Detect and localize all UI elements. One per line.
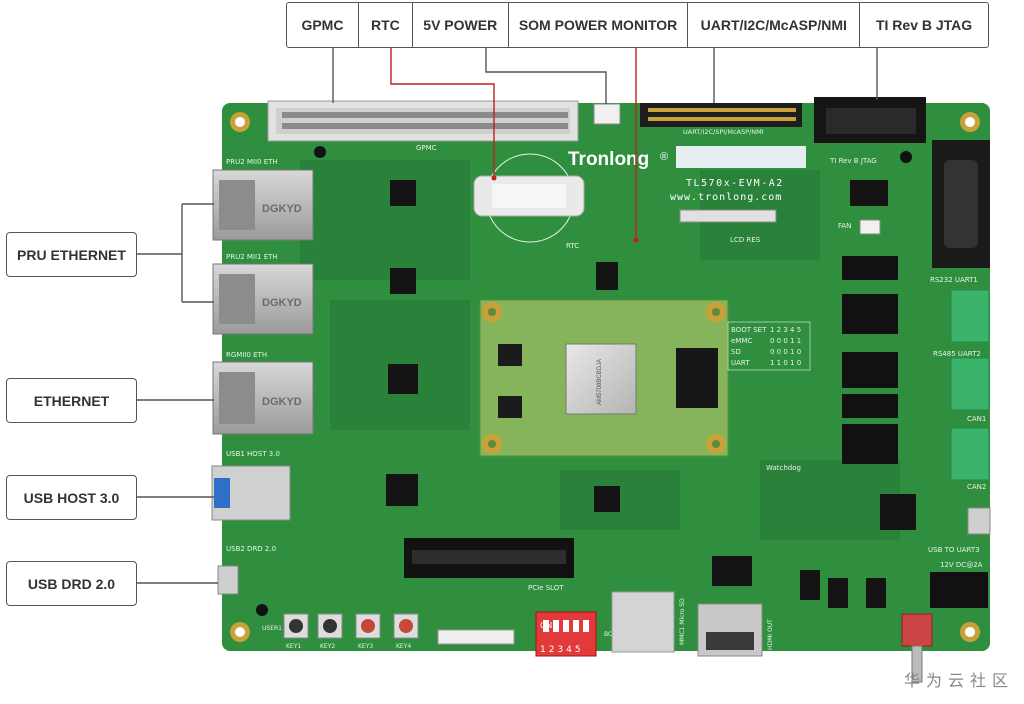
board-model: TL570x-EVM-A2 (686, 178, 784, 189)
dc-jack (930, 572, 988, 608)
terminal-rs485 (950, 289, 990, 343)
label-sticker (676, 146, 806, 168)
svg-text:DGKYD: DGKYD (262, 297, 302, 309)
brand-logo: Tronlong (568, 149, 649, 170)
svg-text:0 0 0 1 0: 0 0 0 1 0 (770, 348, 801, 356)
rj45-ethernet: DGKYD (212, 361, 314, 435)
silk-micro-sd: MMC1 Micro SD (679, 598, 686, 645)
hdmi-port (697, 603, 763, 657)
svg-text:DGKYD: DGKYD (262, 396, 302, 408)
terminal-can2 (950, 427, 990, 481)
svg-text:KEY4: KEY4 (396, 643, 411, 650)
label-ethernet: ETHERNET (6, 378, 137, 423)
silk-rs485: RS485 UART2 (933, 350, 981, 358)
silk-pcie: PCIe SLOT (528, 584, 564, 592)
top-label-bar: GPMC RTC 5V POWER SOM POWER MONITOR UART… (286, 2, 989, 48)
silk-lcd: LCD RES (730, 236, 761, 244)
silk-uart: UART/I2C/SPI/McASP/NMI (683, 128, 764, 136)
silk-watchdog: Watchdog (766, 464, 801, 472)
lcd-connector (679, 209, 777, 223)
svg-text:KEY3: KEY3 (358, 643, 373, 650)
watermark: 华为云社区 (904, 671, 1015, 690)
rj45-pru-0: DGKYD (212, 169, 314, 241)
leader-lines (137, 48, 878, 584)
soc-chip (565, 343, 637, 415)
rj45-pru-1: DGKYD (212, 263, 314, 335)
silk-rtc: RTC (566, 242, 579, 250)
uart-header (640, 103, 802, 127)
gpmc-header (267, 100, 579, 142)
jtag-header (814, 97, 926, 143)
usb3-host-port (211, 465, 291, 521)
board-website: www.tronlong.com (670, 192, 782, 203)
svg-text:AM5708BCBDJA: AM5708BCBDJA (597, 359, 603, 405)
label-uart-i2c-mcasp-nmi: UART/I2C/McASP/NMI (688, 3, 861, 47)
usb-drd-port (217, 565, 239, 595)
label-ti-rev-b-jtag: TI Rev B JTAG (875, 17, 973, 33)
svg-text:1 2 3 4 5: 1 2 3 4 5 (770, 326, 801, 334)
svg-text:eMMC: eMMC (731, 337, 752, 345)
silk-jtag: TI Rev B JTAG (829, 157, 877, 165)
terminal-can1 (950, 357, 990, 411)
silk-usb2: USB2 DRD 2.0 (226, 545, 276, 553)
label-rtc: RTC (359, 3, 413, 47)
silk-can2: CAN2 (967, 483, 986, 491)
svg-text:KEY2: KEY2 (320, 643, 335, 650)
micro-sd-slot (611, 591, 675, 653)
som-module: AM5708BCBDJA (479, 299, 729, 457)
label-usb-drd-2: USB DRD 2.0 (6, 561, 137, 606)
label-gpmc: GPMC (287, 3, 359, 47)
silk-rs232: RS232 UART1 (930, 276, 978, 284)
svg-text:0 0 0 1 1: 0 0 0 1 1 (770, 337, 801, 345)
mounting-holes (230, 112, 980, 642)
silk-pru2-mii0: PRU2 MII0 ETH (226, 158, 278, 166)
db9-connector (932, 140, 990, 268)
svg-text:KEY1: KEY1 (286, 643, 301, 650)
fpc-connector (437, 629, 515, 645)
label-5v-power: 5V POWER (413, 3, 509, 47)
silk-gpmc: GPMC (416, 144, 437, 152)
pcie-slot (404, 538, 574, 578)
svg-text:DGKYD: DGKYD (262, 203, 302, 215)
label-usb-host-3: USB HOST 3.0 (6, 475, 137, 520)
svg-text:UART: UART (731, 359, 750, 367)
power-5v-connector (593, 103, 621, 125)
svg-text:1 1 0 1 0: 1 1 0 1 0 (770, 359, 801, 367)
label-som-power-monitor: SOM POWER MONITOR (509, 3, 689, 47)
silk-12v: 12V DC@2A (940, 561, 983, 569)
usb-uart-port (967, 507, 991, 535)
svg-text:USER1: USER1 (262, 625, 282, 632)
boot-table: BOOT SET 1 2 3 4 5 eMMC 0 0 0 1 1 SD 0 0… (727, 321, 811, 371)
brand-registered: ® (660, 151, 668, 163)
rtc-battery (473, 153, 585, 243)
svg-text:ON: ON (540, 621, 552, 630)
silk-pru2-mii1: PRU2 MII1 ETH (226, 253, 278, 261)
silk-fan: FAN (838, 222, 851, 230)
silk-rgmii0: RGMII0 ETH (226, 351, 267, 359)
silk-usb1: USB1 HOST 3.0 (226, 450, 280, 458)
dip-switch: ON 12345 (535, 611, 597, 657)
silk-hdmi: HDMI OUT (767, 619, 774, 650)
label-pru-ethernet: PRU ETHERNET (6, 232, 137, 277)
silk-usb-uart: USB TO UART3 (928, 546, 980, 554)
buttons (283, 613, 419, 639)
svg-text:BOOT SET: BOOT SET (731, 326, 767, 334)
power-switch (901, 613, 933, 647)
fan-connector (859, 219, 881, 235)
svg-text:12345: 12345 (540, 645, 584, 655)
silk-can1: CAN1 (967, 415, 986, 423)
svg-text:SD: SD (731, 348, 741, 356)
